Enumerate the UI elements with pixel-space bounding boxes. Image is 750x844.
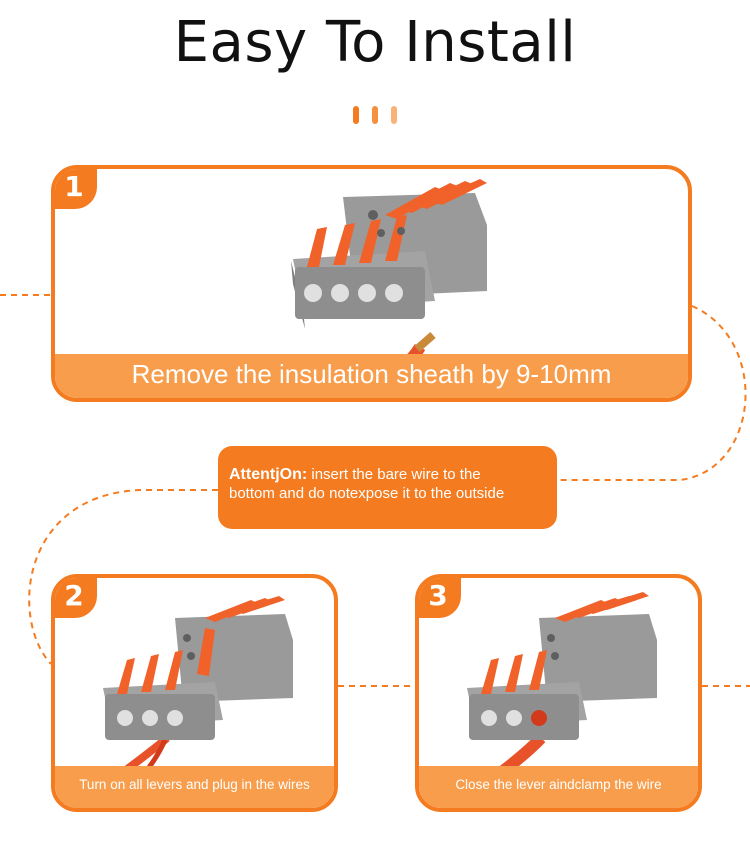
attention-line-1: insert the bare wire to the	[311, 466, 481, 483]
step-number-badge: 1	[55, 169, 97, 209]
step-caption: Turn on all levers and plug in the wires	[55, 766, 334, 808]
attention-note: AttentjOn: insert the bare wire to the b…	[218, 446, 557, 529]
attention-label: AttentjOn:	[229, 466, 308, 483]
step-card-2: 2 Turn on all levers and plug in the wir…	[51, 574, 338, 812]
connector-with-stripped-wire-illustration	[291, 179, 487, 398]
attention-line-2: bottom and do notexpose it to the outsid…	[229, 485, 505, 502]
step-card-3: 3 Close the lever aindclamp the wire	[415, 574, 702, 812]
step-number-badge: 3	[419, 578, 461, 618]
divider-dots	[353, 106, 403, 124]
step-caption: Remove the insulation sheath by 9-10mm	[55, 354, 688, 398]
step-card-1: 1 Remove the insulation sheath by 9-10mm	[51, 165, 692, 402]
page-title: Easy To Install	[173, 10, 577, 75]
step-caption: Close the lever aindclamp the wire	[419, 766, 698, 808]
step-number-badge: 2	[55, 578, 97, 618]
